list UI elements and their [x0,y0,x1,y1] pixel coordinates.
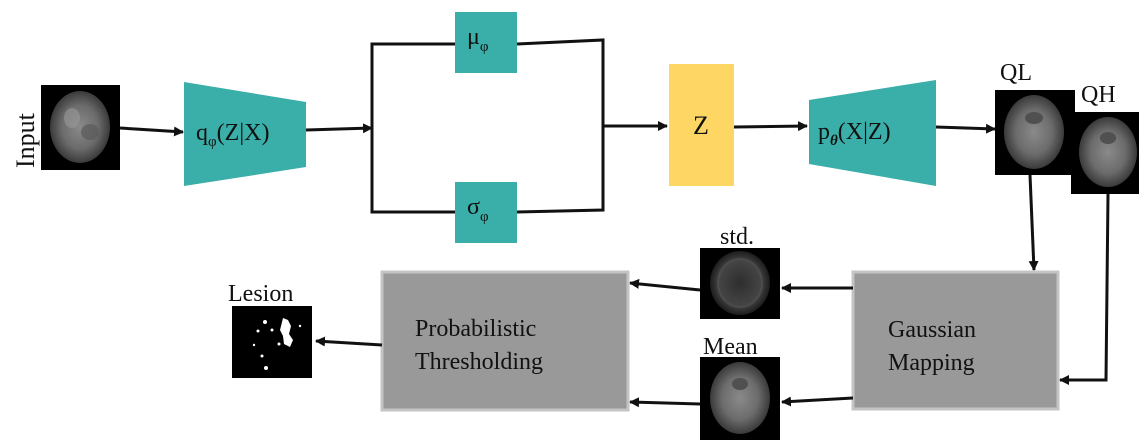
arrow-qh-to-gaussian [1059,193,1110,385]
merge-bottom-path [516,126,605,214]
arrow-encoder-to-split [305,123,373,134]
qh-label: QH [1081,82,1116,108]
lesion-label: Lesion [228,281,293,307]
arrow-std-to-thresholding [629,278,701,292]
sigma-label: σφ [467,194,489,225]
merge-top-path [516,38,605,126]
thresholding-line1: Probabilistic [415,316,536,342]
qh-brain-image [1071,112,1139,194]
mu-label: μφ [467,24,489,55]
input-label: Input [11,112,40,168]
ql-label: QL [1000,60,1032,86]
latent-z-label: Z [693,111,709,140]
split-top-path [370,42,455,128]
decoder-block [809,80,936,186]
encoder-block [184,82,306,186]
arrow-input-to-encoder [119,126,184,137]
arrow-gaussian-to-mean [781,396,854,407]
gaussian-mapping-line2: Mapping [888,350,975,376]
mean-brain-image [700,357,780,440]
input-brain-image [41,85,120,170]
probabilistic-thresholding-box [380,270,630,412]
sigma-box [455,182,517,243]
gaussian-mapping-line1: Gaussian [888,317,976,343]
std-label: std. [720,224,754,250]
arrow-decoder-to-ql [935,123,996,134]
arrow-ql-to-gaussian [1028,174,1039,271]
std-brain-image [700,248,780,319]
gaussian-mapping-box [851,270,1060,411]
thresholding-line2: Thresholding [415,349,543,375]
lesion-mask-image [232,306,312,378]
decoder-label: pθ(X|Z) [818,119,891,149]
mean-label: Mean [703,334,758,360]
arrow-z-to-decoder [733,121,808,132]
ql-brain-image [995,90,1075,175]
encoder-label: qφ(Z|X) [196,120,269,150]
split-bottom-path [370,128,455,214]
latent-z-box [669,64,734,186]
arrow-thresholding-to-lesion [315,336,383,347]
mu-box [455,12,517,73]
arrow-mean-to-thresholding [629,397,701,408]
